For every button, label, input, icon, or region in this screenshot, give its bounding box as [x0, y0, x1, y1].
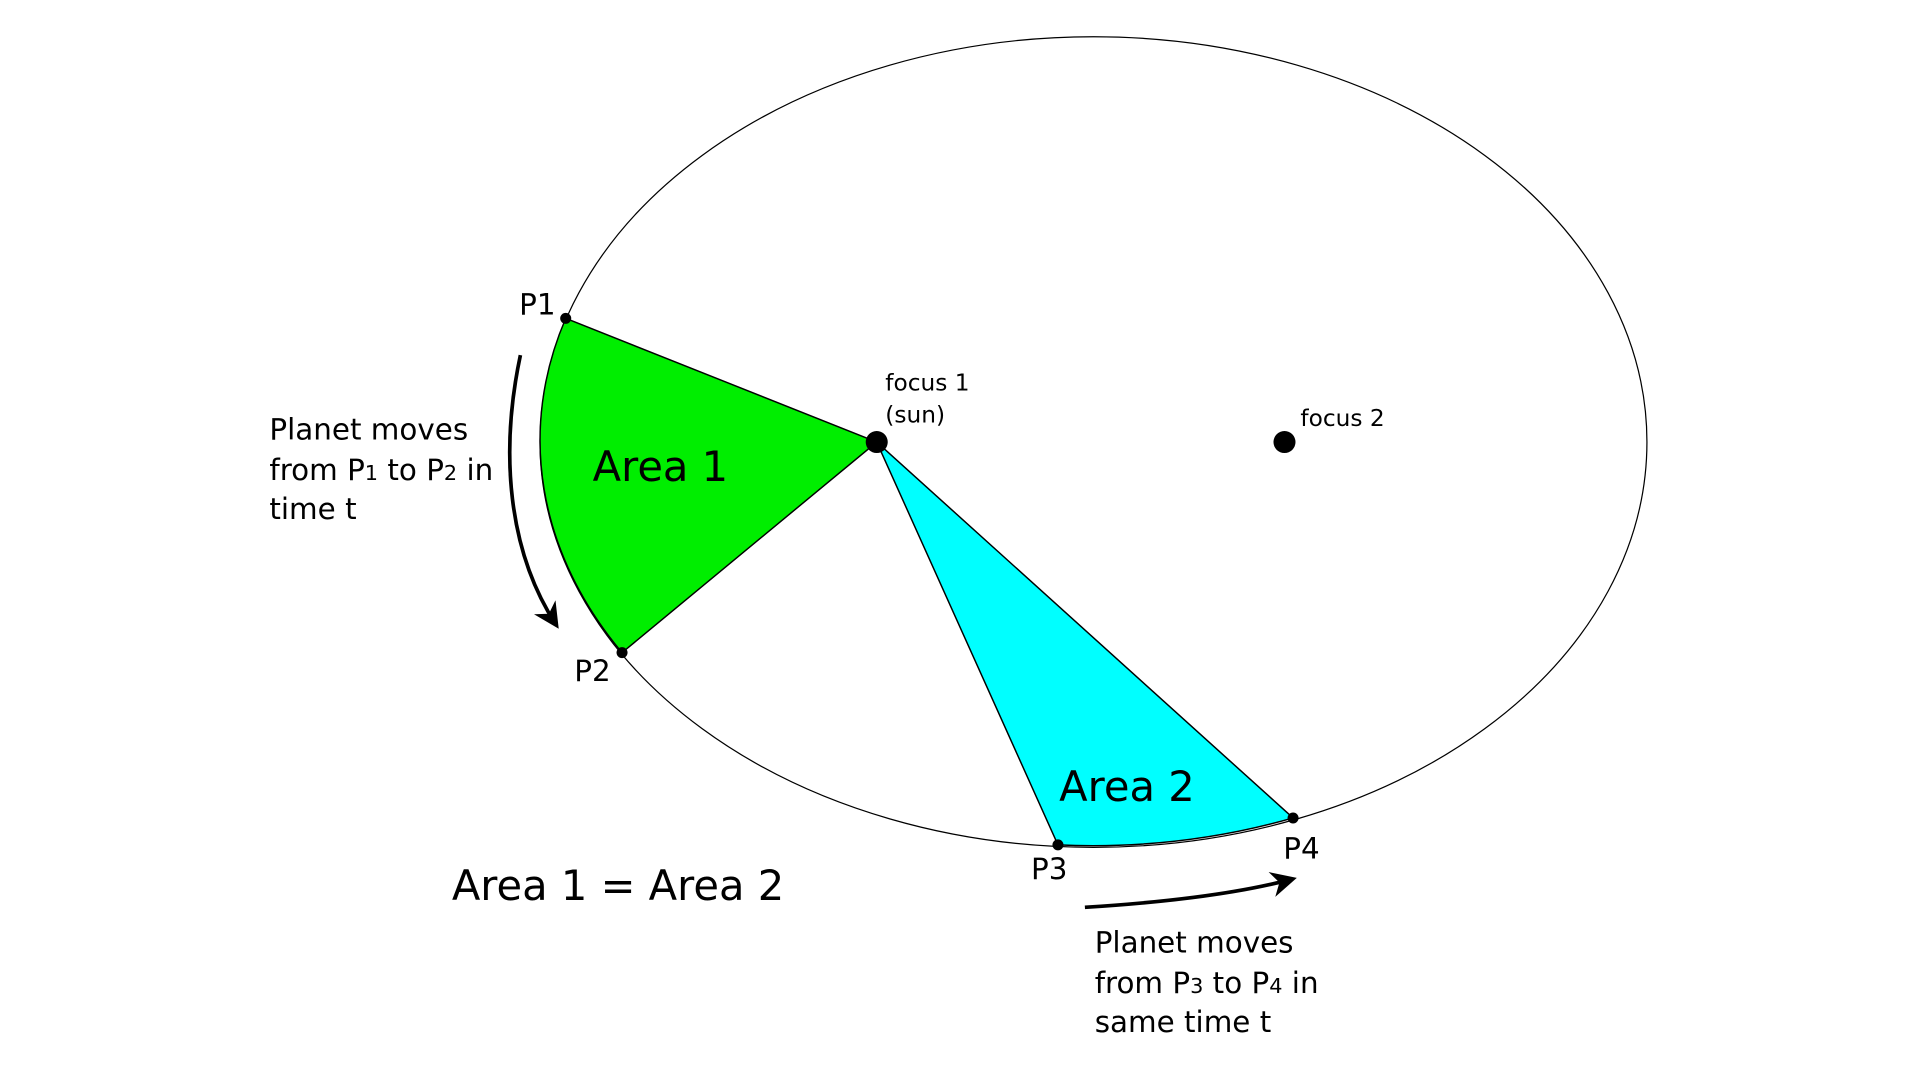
- p1-dot: [560, 312, 572, 324]
- note-bottom-line1: Planet moves: [1095, 926, 1294, 960]
- note-left-line2-a: from P: [269, 453, 364, 487]
- p3-to-p4-arrow: [1084, 872, 1297, 910]
- note-left: Planet moves from P1 to P2 in time t: [269, 413, 493, 527]
- note-bottom-sub2: 4: [1269, 974, 1282, 998]
- p2-label: P2: [574, 654, 610, 688]
- focus-1-sun-dot: [865, 431, 888, 454]
- note-bottom-line2-b: to P: [1203, 966, 1269, 1000]
- p1-to-p2-arrow: [507, 354, 559, 629]
- focus-2-dot: [1273, 431, 1296, 454]
- note-bottom: Planet moves from P3 to P4 in same time …: [1095, 926, 1319, 1040]
- note-bottom-line2: from P3 to P4 in: [1095, 966, 1319, 1000]
- area-1-sector: [539, 317, 879, 654]
- p4-label: P4: [1283, 831, 1319, 865]
- area-2-sector: [876, 441, 1295, 847]
- note-bottom-sub1: 3: [1190, 974, 1203, 998]
- note-left-line2: from P1 to P2 in: [269, 453, 493, 487]
- area-2-label: Area 2: [1059, 762, 1195, 811]
- p1-label: P1: [519, 288, 555, 322]
- focus-2-label: focus 2: [1300, 405, 1384, 432]
- note-left-sub2: 2: [444, 461, 457, 485]
- note-left-line2-c: in: [457, 453, 493, 487]
- note-left-line2-b: to P: [378, 453, 444, 487]
- focus-1-label: focus 1: [885, 370, 969, 397]
- note-left-line3: time t: [269, 492, 356, 526]
- p2-dot: [616, 647, 628, 659]
- note-bottom-line2-a: from P: [1095, 966, 1190, 1000]
- equation-label: Area 1 = Area 2: [452, 861, 784, 910]
- p3-label: P3: [1031, 852, 1067, 886]
- note-bottom-line3: same time t: [1095, 1005, 1272, 1039]
- p3-dot: [1052, 839, 1064, 851]
- p4-dot: [1287, 812, 1299, 824]
- note-left-line1: Planet moves: [269, 413, 468, 447]
- area-1-label: Area 1: [593, 442, 729, 491]
- focus-1-sun-label: (sun): [885, 401, 945, 428]
- note-bottom-line2-c: in: [1282, 966, 1318, 1000]
- note-left-sub1: 1: [365, 461, 378, 485]
